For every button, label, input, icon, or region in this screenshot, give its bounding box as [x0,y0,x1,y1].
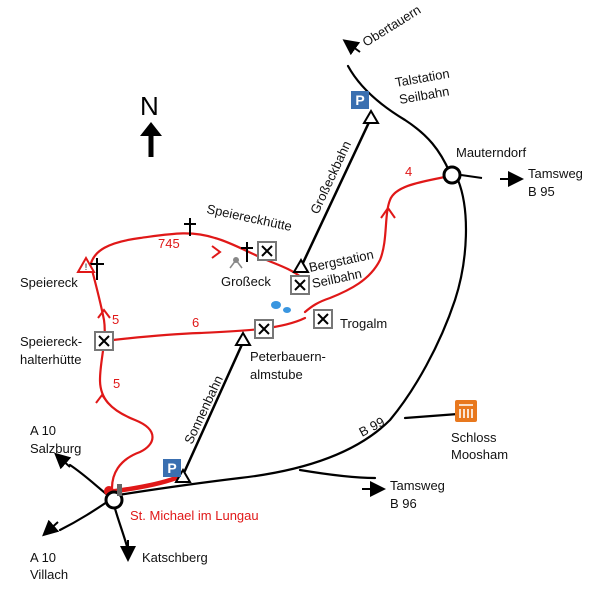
lake-icon [271,301,291,313]
hut-icon-peterbauern [254,319,274,339]
cross-icon [241,242,253,262]
parking-icon: P [351,91,369,109]
trail-4 [303,175,447,314]
label-peterbauernalmstube-1: Peterbauern- [250,349,326,364]
north-arrow-icon [140,122,162,157]
grosseckbahn-lift [300,117,373,266]
label-tamsweg-b96-2: B 96 [390,496,417,511]
label-st-michael: St. Michael im Lungau [130,508,259,523]
arrow-villach-icon [42,519,60,537]
town-mauterndorf-marker [442,165,462,185]
hut-icon-speiereckhalter [94,331,114,351]
label-katschberg: Katschberg [142,550,208,565]
trail-direction-5b-icon [95,393,109,404]
label-peterbauernalmstube-2: almstube [250,367,303,382]
trail-745 [88,232,304,280]
label-speiereckhuette: Speiereckhütte [205,201,293,234]
hut-icon-bergstation [290,275,310,295]
trail-direction-5-icon [97,308,111,319]
road-a10-salzburg [68,463,112,499]
label-grosseck: Großeck [221,274,271,289]
road-b99 [116,178,468,497]
label-schloss-2: Moosham [451,447,508,462]
hut-icon-speiereckhuette [257,241,277,261]
hut-icon-trogalm [313,309,333,329]
trail-6 [102,316,307,343]
cross-icon [90,258,104,280]
warning-mark: ! [85,262,88,272]
label-a10-salzburg-1: A 10 [30,423,56,438]
trail-number-745: 745 [158,236,180,251]
trail-5 [90,268,154,490]
road-obertauern-mauterndorf [346,64,452,175]
label-obertauern: Obertauern [360,2,424,50]
lift-station-talstation-icon [362,109,380,124]
arrow-obertauern-icon [342,39,361,56]
parking-label: P [355,92,364,108]
road-a10-villach [58,498,112,532]
trail-number-5-upper: 5 [112,312,119,327]
label-a10-villach-1: A 10 [30,550,56,565]
trail-direction-4-icon [380,206,396,219]
parking-label: P [167,460,176,476]
label-tamsweg-b95-2: B 95 [528,184,555,199]
road-katschberg [112,503,130,552]
label-a10-salzburg-2: Salzburg [30,441,81,456]
antenna-icon [229,257,243,269]
label-schloss-1: Schloss [451,430,497,445]
road-mauterndorf-tamsweg [460,174,483,179]
lift-station-bergstation-icon [292,258,310,273]
trail-direction-745-icon [211,245,222,259]
trail-number-6: 6 [192,315,199,330]
road-schloss-branch [403,412,460,420]
cross-icon [184,218,196,236]
label-speiereckhalterhuette-1: Speiereck- [20,334,82,349]
label-speiereck: Speiereck [20,275,78,290]
label-trogalm: Trogalm [340,316,387,331]
north-label: N [140,91,159,121]
church-icon [117,484,122,496]
warning-icon: ! [76,255,96,273]
road-tamsweg-b96 [298,468,377,480]
lift-station-peterbauern-icon [234,331,252,346]
label-sonnenbahn: Sonnenbahn [181,373,226,446]
label-speiereckhalterhuette-2: halterhütte [20,352,81,367]
label-mauterndorf: Mauterndorf [456,145,526,160]
parking-icon: P [163,459,181,477]
label-a10-villach-2: Villach [30,567,68,582]
label-tamsweg-b96-1: Tamsweg [390,478,445,493]
trail-number-5-lower: 5 [113,376,120,391]
sonnenbahn-lift [181,339,246,476]
arrow-salzburg-icon [54,452,72,470]
label-tamsweg-b95-1: Tamsweg [528,166,583,181]
trail-number-4: 4 [405,164,412,179]
castle-icon [455,400,477,422]
